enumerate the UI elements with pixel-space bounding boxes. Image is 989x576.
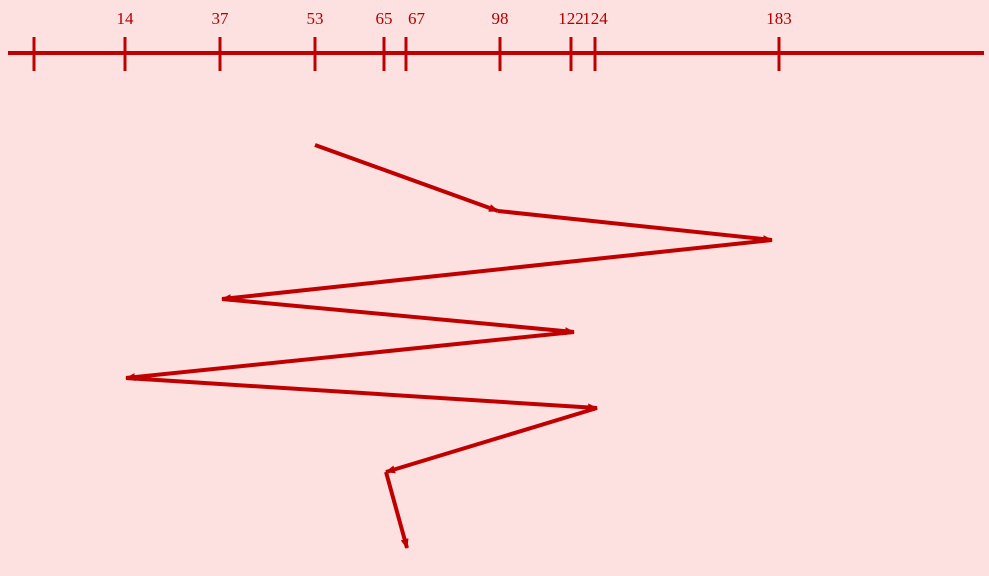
axis-tick-label: 65 (376, 9, 393, 28)
seek-arrow (125, 330, 575, 382)
axis-tick-label: 122 (558, 9, 584, 28)
seek-arrow (384, 471, 409, 549)
axis-tick-label: 14 (117, 9, 135, 28)
axis-tick-label: 183 (766, 9, 792, 28)
seek-path (125, 143, 773, 549)
seek-arrow (221, 297, 575, 336)
seek-arrow (125, 376, 598, 412)
seek-arrow (221, 238, 773, 303)
seek-arrow (385, 406, 598, 474)
axis-tick-label: 53 (307, 9, 324, 28)
axis-tick-label: 37 (212, 9, 230, 28)
seek-arrow (314, 143, 499, 213)
seek-arrow (497, 209, 773, 244)
axis-tick-label: 124 (582, 9, 608, 28)
axis-tick-label: 67 (408, 9, 426, 28)
axis-tick-label: 98 (492, 9, 509, 28)
